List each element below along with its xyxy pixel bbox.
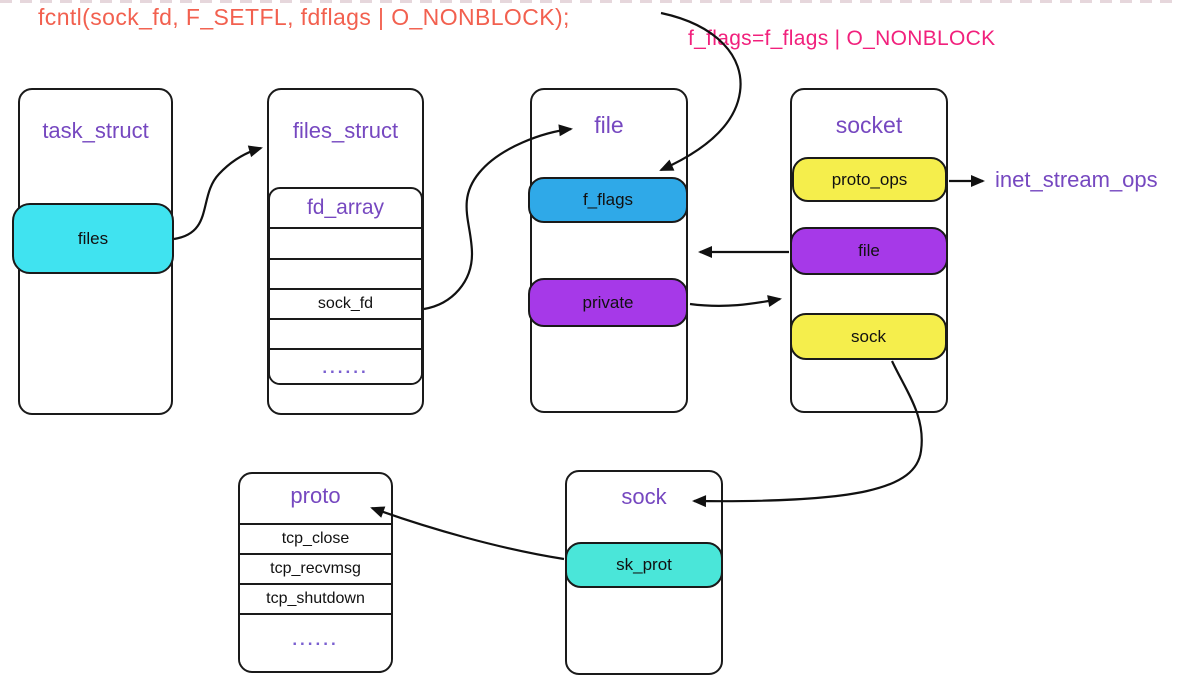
fd-array-row-empty (270, 318, 421, 348)
field-socket-sock: sock (790, 313, 947, 360)
arrow-sk-prot-to-proto (370, 506, 565, 561)
fd-array-row-empty (270, 227, 421, 258)
inet-stream-ops-label: inet_stream_ops (995, 167, 1158, 192)
proto-row-tcp-shutdown: tcp_shutdown (240, 583, 391, 615)
proto-struct-title: proto (290, 483, 341, 508)
proto-row-ellipsis: ...... (240, 615, 391, 664)
task-struct-title: task_struct (42, 118, 149, 143)
arrow-private-to-socket (689, 295, 782, 307)
fd-array-box: fd_array sock_fd ...... (268, 187, 423, 385)
field-sk-prot: sk_prot (565, 542, 723, 588)
sock-struct-title: sock (621, 484, 667, 509)
proto-row-tcp-close: tcp_close (240, 523, 391, 553)
fd-array-row-empty (270, 258, 421, 288)
fd-array-row-sock-fd: sock_fd (270, 288, 421, 318)
files-struct-title: files_struct (292, 118, 399, 143)
proto-struct-box: proto tcp_close tcp_recvmsg tcp_shutdown… (238, 472, 393, 673)
top-edge-artifact (0, 0, 1180, 3)
proto-row-tcp-recvmsg: tcp_recvmsg (240, 553, 391, 583)
socket-struct-title: socket (835, 112, 903, 138)
field-f-flags: f_flags (528, 177, 688, 223)
field-files: files (12, 203, 174, 274)
field-proto-ops: proto_ops (792, 157, 947, 202)
fcntl-call-annotation: fcntl(sock_fd, F_SETFL, fdflags | O_NONB… (38, 4, 570, 30)
fd-array-title: fd_array (306, 196, 385, 219)
file-struct-title: file (594, 112, 624, 138)
field-private: private (528, 278, 688, 327)
field-socket-file: file (790, 227, 948, 275)
arrow-files-to-files-struct (173, 145, 263, 241)
flags-assignment-annotation: f_flags=f_flags | O_NONBLOCK (688, 27, 996, 50)
fd-array-row-ellipsis: ...... (270, 348, 421, 383)
file-struct-box: file (530, 88, 688, 413)
